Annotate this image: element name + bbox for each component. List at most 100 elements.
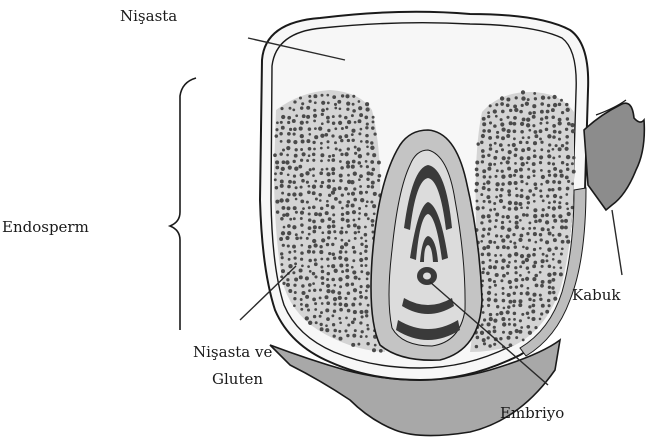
- starch-granule-dot: [533, 248, 536, 251]
- starch-granule-dot: [338, 330, 341, 333]
- starch-granule-dot: [552, 258, 555, 261]
- starch-granule-dot: [519, 274, 522, 277]
- starch-granule-dot: [515, 271, 518, 274]
- starch-granule-dot: [487, 322, 491, 326]
- starch-granule-dot: [481, 149, 485, 153]
- starch-granule-dot: [373, 212, 376, 215]
- starch-granule-dot: [281, 256, 284, 259]
- starch-granule-dot: [560, 219, 564, 223]
- starch-granule-dot: [487, 167, 491, 171]
- starch-granule-dot: [312, 185, 316, 189]
- starch-granule-dot: [301, 284, 304, 287]
- starch-granule-dot: [308, 218, 312, 222]
- starch-granule-dot: [365, 245, 369, 249]
- starch-granule-dot: [299, 269, 303, 273]
- starch-granule-dot: [331, 243, 334, 246]
- starch-granule-dot: [541, 259, 545, 263]
- starch-granule-dot: [552, 156, 555, 159]
- starch-granule-dot: [321, 113, 324, 116]
- starch-granule-dot: [339, 302, 343, 306]
- starch-granule-dot: [354, 231, 357, 234]
- starch-granule-dot: [285, 160, 289, 164]
- starch-granule-dot: [482, 311, 485, 314]
- starch-granule-dot: [327, 129, 330, 132]
- starch-granule-dot: [293, 160, 296, 163]
- starch-granule-dot: [280, 252, 283, 255]
- starch-granule-dot: [507, 167, 511, 171]
- starch-granule-dot: [327, 265, 330, 268]
- starch-granule-dot: [502, 287, 505, 290]
- starch-granule-dot: [540, 169, 543, 172]
- starch-granule-dot: [547, 248, 551, 252]
- starch-granule-dot: [512, 304, 515, 307]
- starch-granule-dot: [514, 154, 518, 158]
- starch-granule-dot: [552, 214, 556, 218]
- starch-granule-dot: [502, 156, 506, 160]
- starch-granule-dot: [526, 196, 530, 200]
- starch-granule-dot: [527, 316, 530, 319]
- starch-granule-dot: [501, 239, 505, 243]
- starch-granule-dot: [357, 226, 361, 230]
- starch-granule-dot: [328, 252, 331, 255]
- starch-granule-dot: [502, 206, 505, 209]
- starch-granule-dot: [501, 182, 505, 186]
- starch-granule-dot: [331, 190, 335, 194]
- starch-granule-dot: [532, 170, 535, 173]
- starch-granule-dot: [328, 155, 331, 158]
- starch-granule-dot: [561, 111, 564, 114]
- starch-granule-dot: [528, 331, 532, 335]
- starch-granule-dot: [293, 133, 296, 136]
- starch-granule-dot: [331, 314, 334, 317]
- starch-granule-dot: [352, 103, 355, 106]
- starch-granule-dot: [493, 163, 496, 166]
- starch-granule-dot: [320, 219, 324, 223]
- starch-granule-dot: [561, 161, 564, 164]
- starch-granule-dot: [294, 250, 297, 253]
- starch-granule-dot: [535, 284, 539, 288]
- starch-granule-dot: [507, 144, 510, 147]
- starch-granule-dot: [293, 256, 296, 259]
- starch-granule-dot: [560, 99, 563, 102]
- starch-granule-dot: [501, 136, 505, 140]
- starch-granule-dot: [545, 180, 549, 184]
- starch-granule-dot: [280, 184, 284, 188]
- starch-granule-dot: [288, 180, 292, 184]
- starch-granule-dot: [339, 230, 343, 234]
- starch-granule-dot: [295, 198, 298, 201]
- starch-granule-dot: [321, 181, 324, 184]
- starch-granule-dot: [548, 280, 552, 284]
- starch-granule-dot: [359, 258, 363, 262]
- starch-granule-dot: [534, 274, 538, 278]
- starch-granule-dot: [305, 316, 309, 320]
- starch-granule-dot: [367, 171, 371, 175]
- starch-granule-dot: [360, 243, 363, 246]
- starch-granule-dot: [320, 134, 324, 138]
- starch-granule-dot: [344, 329, 347, 332]
- starch-granule-dot: [499, 143, 503, 147]
- starch-granule-dot: [527, 254, 531, 258]
- starch-granule-dot: [493, 280, 496, 283]
- starch-granule-dot: [327, 225, 331, 229]
- starch-granule-dot: [306, 181, 309, 184]
- starch-granule-dot: [358, 154, 362, 158]
- starch-granule-dot: [534, 220, 538, 224]
- starch-granule-dot: [506, 116, 509, 119]
- starch-granule-dot: [493, 156, 497, 160]
- starch-granule-dot: [334, 103, 337, 106]
- starch-granule-dot: [359, 174, 363, 178]
- starch-granule-dot: [365, 102, 369, 106]
- starch-granule-dot: [300, 186, 303, 189]
- starch-granule-dot: [501, 127, 505, 131]
- starch-granule-dot: [508, 254, 512, 258]
- starch-granule-dot: [370, 141, 373, 144]
- starch-granule-dot: [495, 219, 498, 222]
- starch-granule-dot: [487, 188, 491, 192]
- starch-granule-dot: [542, 199, 545, 202]
- starch-granule-dot: [300, 258, 303, 261]
- starch-granule-dot: [280, 107, 283, 110]
- starch-granule-dot: [502, 274, 506, 278]
- starch-granule-dot: [358, 278, 361, 281]
- starch-granule-dot: [519, 168, 523, 172]
- starch-granule-dot: [313, 243, 317, 247]
- starch-granule-dot: [308, 226, 312, 230]
